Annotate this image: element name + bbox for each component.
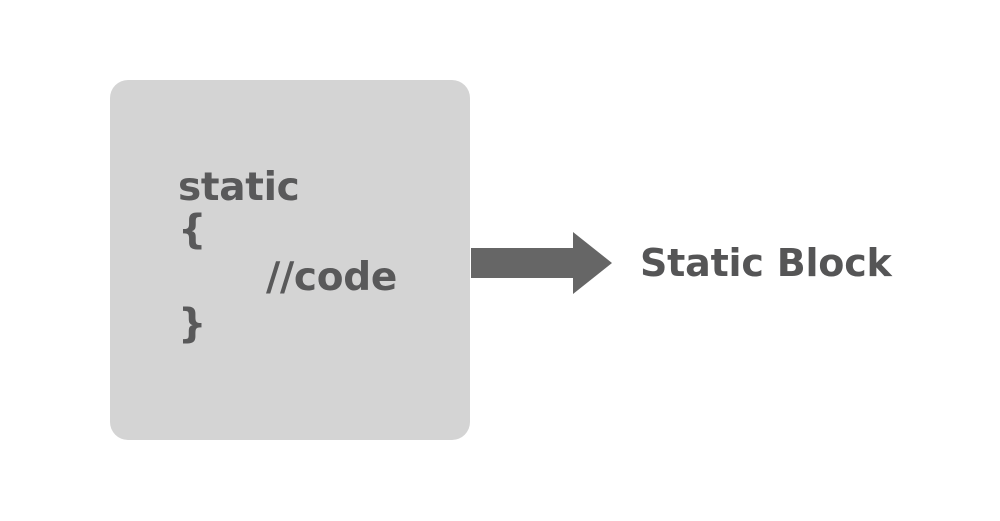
code-line-static: static (178, 165, 300, 210)
code-listing: static { //code } (178, 166, 468, 346)
static-block-label: Static Block (640, 241, 892, 285)
code-line-close-brace: } (178, 301, 207, 347)
right-arrow-icon (471, 232, 612, 294)
code-line-open-brace: { (178, 207, 207, 253)
static-block-code-box: static { //code } (110, 80, 470, 440)
code-line-comment: //code (266, 255, 397, 300)
